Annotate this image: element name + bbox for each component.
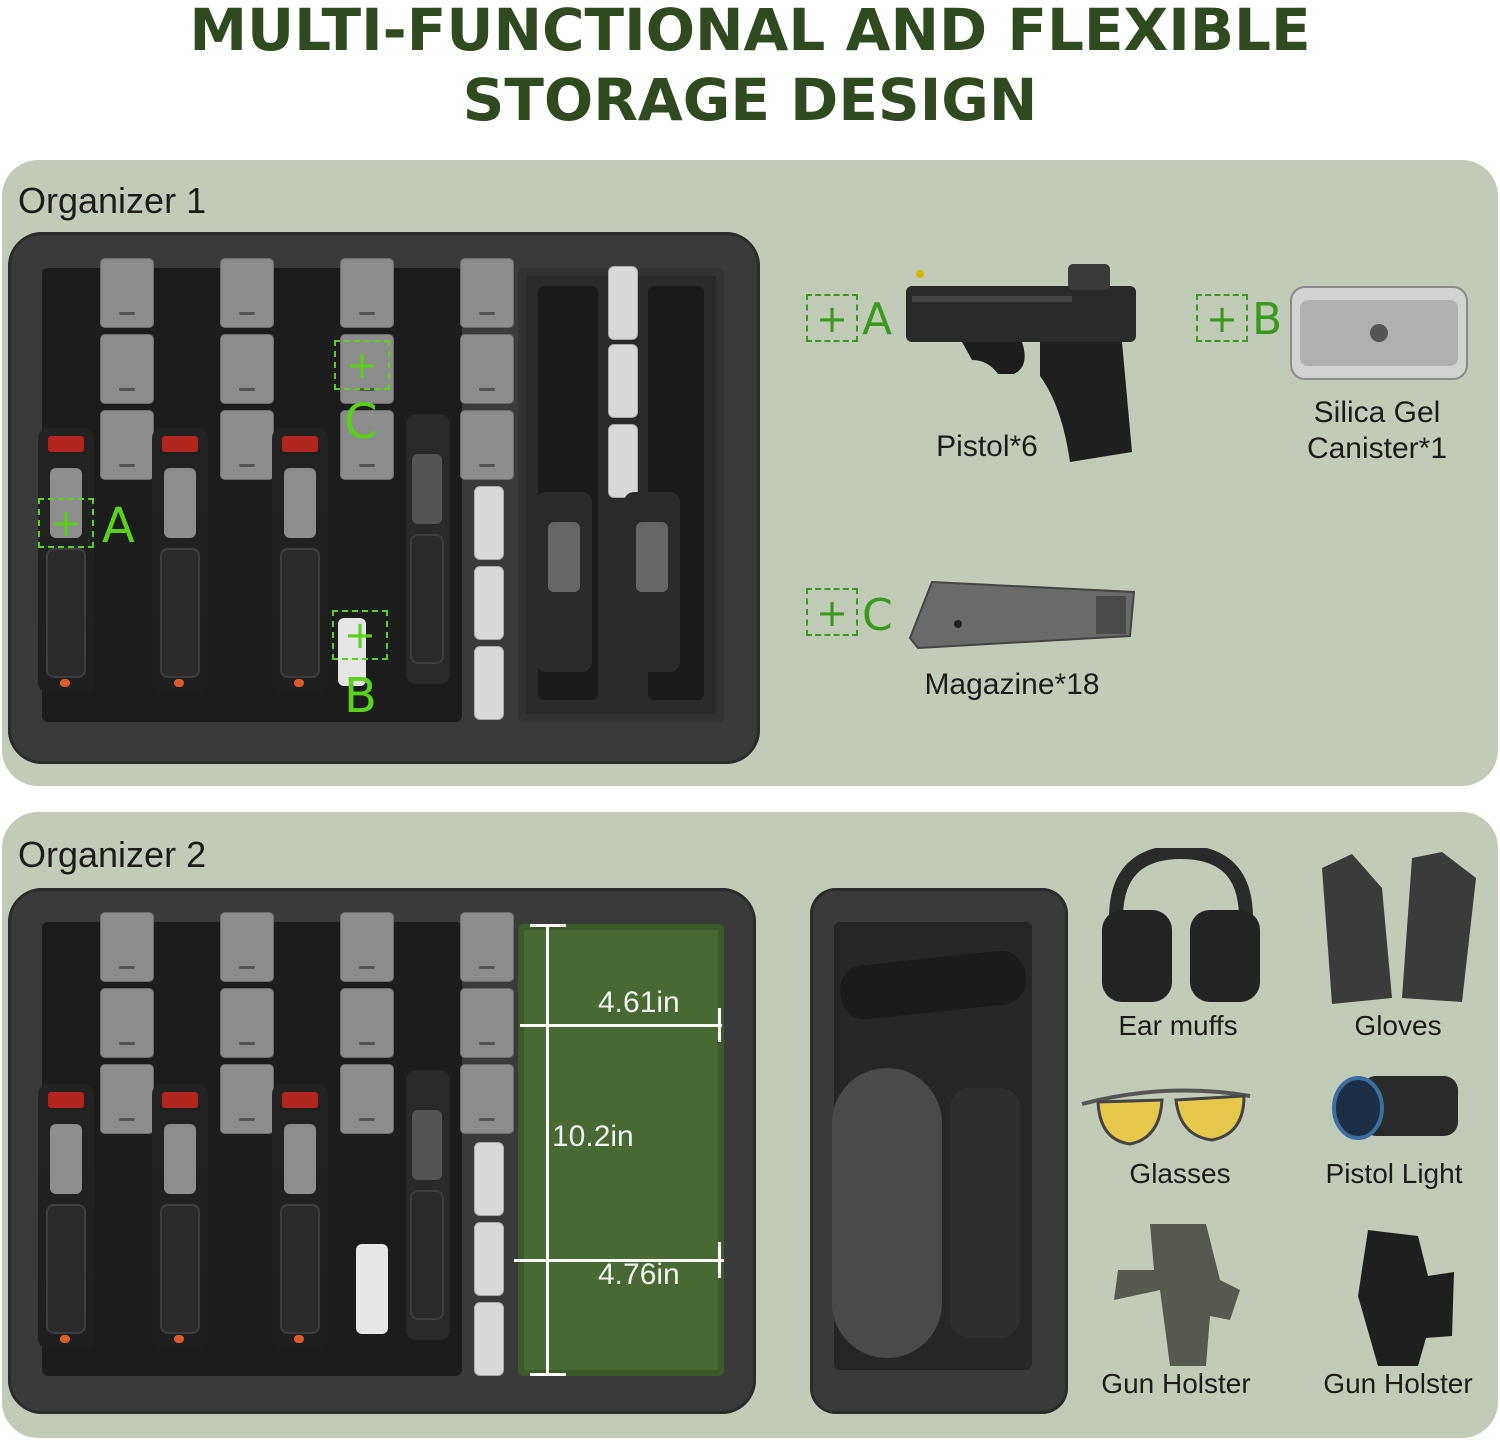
magazine [220, 410, 274, 480]
legend-b-bracket: + [1196, 294, 1248, 342]
organizer-1-label: Organizer 1 [18, 180, 207, 221]
organizer-2-foam-insert: 4.61in 10.2in 4.76in [8, 888, 756, 1414]
pistol [272, 1084, 328, 1349]
legend-a-bracket: + [806, 294, 858, 342]
magazine [100, 334, 154, 404]
glasses-icon [1081, 1088, 1251, 1146]
marker-a-letter: A [102, 498, 135, 554]
organizer-2-label: Organizer 2 [18, 834, 207, 875]
magazine [220, 334, 274, 404]
small-magazine [608, 344, 638, 418]
legend-b-letter: B [1252, 294, 1283, 345]
pistol [152, 428, 208, 693]
magazine [460, 410, 514, 480]
magazine [220, 988, 274, 1058]
silica-gel-canister [356, 1244, 388, 1334]
small-magazine [474, 646, 504, 720]
legend-a-caption: Pistol*6 [936, 430, 1038, 463]
magazine [100, 258, 154, 328]
gun-holster-icon [1358, 1230, 1454, 1366]
pistol [38, 1084, 94, 1349]
gloves-item [950, 1088, 1020, 1338]
legend-c-letter: C [862, 590, 893, 641]
legend-a-letter: A [862, 294, 893, 345]
pistol [536, 492, 592, 672]
organizer-1-foam-insert: + A + C + B [8, 232, 760, 764]
pistol [272, 428, 328, 693]
dimension-bottom-width-cap [718, 1242, 721, 1278]
accessory-caption-gun-holster-2: Gun Holster [1323, 1368, 1473, 1399]
accessory-caption-ear-muffs: Ear muffs [1118, 1010, 1238, 1041]
magazine [460, 258, 514, 328]
marker-b-bracket: + [332, 610, 388, 660]
dimension-height: 10.2in [552, 1120, 634, 1153]
small-magazine [474, 1302, 504, 1376]
magazine [340, 258, 394, 328]
magazine [340, 988, 394, 1058]
dimension-top-width-cap [718, 1008, 721, 1042]
marker-c-letter: C [344, 394, 378, 450]
magazine [340, 1064, 394, 1134]
glasses-case [832, 1068, 942, 1358]
pistol [406, 414, 450, 684]
legend-c-bracket: + [806, 588, 858, 636]
pistol-icon [906, 264, 1136, 462]
accessory-caption-glasses: Glasses [1129, 1158, 1231, 1189]
dimension-height-cap-top [530, 924, 566, 927]
dimension-top-width-line [520, 1024, 722, 1027]
magazine [460, 334, 514, 404]
pistol-light-icon [1332, 1076, 1458, 1140]
magazine [460, 1064, 514, 1134]
small-magazine [474, 486, 504, 560]
magazine [340, 410, 394, 480]
accessory-compartment [810, 888, 1068, 1414]
title-line-1: MULTI-FUNCTIONAL AND FLEXIBLE [189, 0, 1311, 64]
accessory-caption-gun-holster-1: Gun Holster [1101, 1368, 1251, 1399]
pistol [624, 492, 680, 672]
magazine [460, 912, 514, 982]
small-magazine [474, 1142, 504, 1216]
dimension-top-width: 4.61in [598, 986, 680, 1019]
magazine [220, 258, 274, 328]
silica-gel-canister [338, 618, 366, 686]
magazine [100, 1064, 154, 1134]
gloves-icon [1322, 852, 1476, 1004]
small-magazine [474, 566, 504, 640]
silica-gel-canister-icon [1290, 286, 1468, 380]
magazine [460, 988, 514, 1058]
small-magazine [608, 424, 638, 498]
magazine [100, 912, 154, 982]
legend-b-caption-line1: Silica Gel [1313, 396, 1441, 429]
dimension-bottom-width: 4.76in [598, 1258, 680, 1291]
marker-c-bracket: + [334, 340, 390, 390]
magazine [100, 988, 154, 1058]
organizer-2-panel: Organizer 2 4.61in 10.2in 4 [2, 812, 1498, 1438]
ear-muffs-icon [1102, 848, 1260, 1002]
marker-b-letter: B [344, 668, 377, 724]
title-line-2: STORAGE DESIGN [462, 66, 1038, 134]
dimension-height-line [546, 924, 549, 1376]
organizer-1-panel: Organizer 1 [2, 160, 1498, 786]
magazine [220, 912, 274, 982]
legend-b-caption-line2: Canister*1 [1306, 432, 1448, 465]
gun-holster-icon [1114, 1224, 1240, 1366]
marker-a-bracket: + [38, 498, 94, 548]
magazine [340, 912, 394, 982]
dimension-height-cap-bottom [530, 1373, 566, 1376]
storage-bay [518, 924, 724, 1376]
legend-c-caption: Magazine*18 [924, 668, 1100, 701]
magazine [100, 410, 154, 480]
pistol [152, 1084, 208, 1349]
magazine [220, 1064, 274, 1134]
small-magazine [608, 266, 638, 340]
pistol [406, 1070, 450, 1340]
magazine-icon [908, 580, 1136, 650]
pistol [38, 428, 94, 693]
accessory-caption-gloves: Gloves [1354, 1010, 1442, 1041]
small-magazine [474, 1222, 504, 1296]
accessory-caption-pistol-light: Pistol Light [1325, 1158, 1463, 1189]
dimension-bottom-width-line [514, 1259, 724, 1262]
